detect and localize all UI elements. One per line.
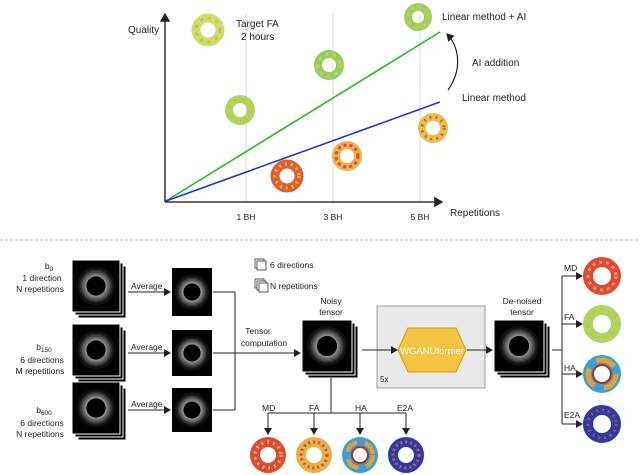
map-label-fa: FA bbox=[309, 403, 320, 413]
fa-map bbox=[583, 305, 621, 343]
average-label: Average bbox=[131, 342, 163, 352]
denoised-tensor-label: De-noised bbox=[503, 296, 542, 306]
fa-map-thumbnail bbox=[270, 159, 304, 193]
repeat-label: 5x bbox=[380, 375, 388, 384]
map-label-md: MD bbox=[262, 403, 275, 413]
noisy-tensor-label: Noisy bbox=[320, 296, 342, 306]
fa-map-thumbnail bbox=[191, 13, 225, 47]
input-label-b150: b150 6 directions M repetitions bbox=[16, 342, 65, 376]
average-label: Average bbox=[131, 399, 163, 409]
e2a-map bbox=[388, 437, 424, 473]
map-label-e2a: E2A bbox=[397, 403, 413, 413]
ai-addition-arrow bbox=[446, 33, 459, 91]
input-stack-b600 bbox=[71, 381, 127, 441]
averaged-image-b150 bbox=[172, 330, 212, 376]
ai-addition-label: AI addition bbox=[472, 58, 519, 69]
x-tick-label: 3 BH bbox=[324, 212, 343, 222]
input-stack-b0 bbox=[71, 259, 127, 319]
average-label: Average bbox=[131, 281, 163, 291]
svg-text:N repetitions: N repetitions bbox=[16, 284, 64, 294]
svg-text:b0: b0 bbox=[45, 261, 54, 273]
e2a-map bbox=[583, 405, 621, 443]
fa-map-thumbnail bbox=[404, 3, 432, 31]
fa-map-thumbnail bbox=[418, 113, 448, 143]
pipeline-diagram: 6 directions N repetitions b0 1 directio… bbox=[16, 257, 621, 473]
x-tick-label: 5 BH bbox=[411, 212, 430, 222]
map-label-fa: FA bbox=[564, 312, 575, 322]
legend: 6 directions N repetitions bbox=[254, 258, 318, 293]
y-axis-label: Quality bbox=[128, 25, 159, 36]
denoised-tensor-label: tensor bbox=[510, 307, 534, 317]
input-stack-b150 bbox=[71, 323, 127, 383]
series-line-ai bbox=[165, 31, 441, 202]
md-map bbox=[583, 257, 621, 295]
series-label-ai: Linear method + AI bbox=[442, 12, 526, 23]
md-map bbox=[250, 437, 286, 473]
x-axis-label: Repetitions bbox=[450, 208, 500, 219]
series-label-linear: Linear method bbox=[462, 93, 526, 104]
svg-text:N repetitions: N repetitions bbox=[16, 429, 64, 439]
tensor-slice-image bbox=[493, 319, 545, 373]
mri-slice-image bbox=[71, 323, 121, 377]
series-line-linear bbox=[165, 101, 441, 202]
averaged-image-b600 bbox=[172, 388, 212, 432]
fa-map-thumbnail bbox=[332, 141, 362, 171]
noisy-tensor-stack bbox=[301, 319, 359, 379]
ha-map bbox=[583, 355, 621, 393]
wganuformer-hexagon bbox=[397, 327, 467, 373]
denoised-tensor-stack bbox=[493, 319, 551, 379]
map-label-ha: HA bbox=[564, 363, 576, 373]
tensor-computation-label: Tensor bbox=[245, 326, 271, 336]
map-label-e2a: E2A bbox=[564, 410, 580, 420]
tensor-computation-label: computation bbox=[241, 338, 288, 348]
fa-map-thumbnail bbox=[314, 50, 344, 80]
mri-slice-image bbox=[71, 381, 121, 435]
target-label: Target FA bbox=[236, 19, 279, 30]
fa-map bbox=[296, 437, 332, 473]
svg-text:6 directions: 6 directions bbox=[20, 355, 63, 365]
legend-repetitions: N repetitions bbox=[270, 281, 318, 291]
model-label: WGANUformer bbox=[400, 346, 464, 357]
mri-slice-image bbox=[71, 259, 121, 313]
x-tick-label: 1 BH bbox=[237, 212, 256, 222]
svg-text:6 directions: 6 directions bbox=[20, 418, 63, 428]
ha-map bbox=[342, 437, 378, 473]
input-label-b0: b0 1 direction N repetitions bbox=[16, 261, 64, 294]
svg-text:b600: b600 bbox=[36, 405, 52, 417]
input-label-b600: b600 6 directions N repetitions bbox=[16, 405, 64, 439]
noisy-tensor-label: tensor bbox=[319, 307, 343, 317]
svg-text:1 direction: 1 direction bbox=[22, 273, 61, 283]
svg-text:M repetitions: M repetitions bbox=[16, 366, 65, 376]
map-label-ha: HA bbox=[355, 403, 367, 413]
tensor-slice-image bbox=[301, 319, 353, 373]
fa-map-thumbnail bbox=[225, 95, 255, 125]
svg-text:b150: b150 bbox=[36, 342, 52, 354]
legend-directions: 6 directions bbox=[270, 260, 313, 270]
map-label-md: MD bbox=[564, 263, 577, 273]
averaged-image-b0 bbox=[172, 268, 212, 316]
target-label: 2 hours bbox=[241, 32, 274, 43]
quality-chart: Quality Repetitions 1 BH 3 BH 5 BH Linea… bbox=[128, 3, 526, 222]
